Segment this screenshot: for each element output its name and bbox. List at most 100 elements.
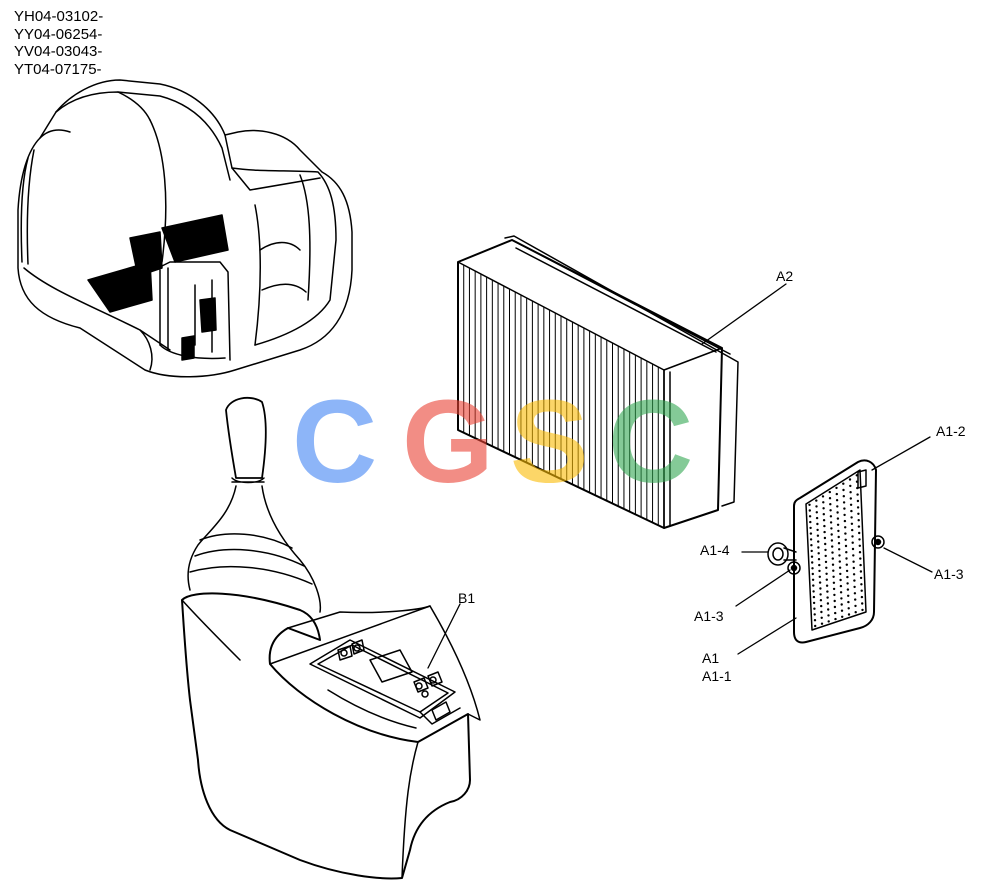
panel-perforation	[832, 575, 835, 578]
panel-perforation	[823, 530, 826, 534]
panel-perforation	[846, 588, 850, 591]
panel-perforation	[849, 491, 852, 494]
panel-perforation	[842, 501, 846, 504]
panel-perforation	[817, 552, 820, 555]
panel-perforation	[831, 563, 835, 566]
panel-perforation	[843, 519, 847, 523]
air-filter-a2	[457, 235, 739, 529]
panel-perforation	[813, 619, 817, 622]
panel-perforation	[831, 551, 834, 554]
panel-perforation	[819, 593, 822, 596]
panel-perforation	[843, 507, 846, 510]
panel-perforation	[822, 501, 825, 504]
control-lever-console	[181, 396, 481, 880]
panel-perforation	[827, 614, 830, 617]
panel-perforation	[817, 540, 820, 543]
panel-perforation	[856, 486, 859, 490]
panel-perforation	[810, 549, 813, 553]
panel-perforation	[860, 583, 863, 586]
panel-perforation	[844, 526, 847, 529]
panel-perforation	[838, 560, 841, 563]
panel-perforation	[857, 512, 860, 515]
panel-perforation	[818, 563, 821, 567]
panel-perforation	[819, 599, 823, 602]
panel-perforation	[841, 615, 844, 618]
panel-perforation	[845, 551, 848, 554]
panel-perforation	[849, 503, 853, 506]
serial-number: YY04-06254-	[14, 25, 103, 43]
panel-perforation	[810, 544, 813, 547]
panel-perforation	[827, 620, 830, 623]
panel-perforation	[837, 542, 841, 545]
panel-perforation	[849, 497, 852, 500]
panel-perforation	[809, 520, 812, 524]
panel-perforation	[818, 575, 821, 578]
panel-perforation	[816, 534, 820, 537]
panel-perforation	[825, 578, 828, 581]
panel-perforation	[860, 589, 863, 592]
panel-perforation	[812, 595, 816, 599]
panel-perforation	[820, 604, 823, 608]
panel-perforation	[855, 480, 859, 483]
panel-perforation	[842, 495, 845, 498]
panel-perforation	[822, 507, 825, 510]
panel-perforation	[853, 579, 856, 582]
panel-perforation	[812, 590, 815, 593]
panel-perforation	[815, 516, 819, 520]
panel-perforation	[826, 596, 829, 599]
panel-perforation	[845, 563, 848, 566]
callout-a1-1: A1-1	[702, 668, 732, 684]
panel-perforation	[838, 554, 841, 557]
panel-perforation	[819, 587, 822, 590]
panel-perforation	[820, 622, 824, 625]
panel-perforation	[852, 573, 856, 576]
panel-perforation	[811, 561, 814, 564]
panel-perforation	[833, 593, 836, 597]
panel-perforation	[839, 578, 842, 582]
panel-perforation	[812, 601, 816, 605]
panel-perforation	[839, 591, 843, 594]
panel-perforation	[835, 486, 838, 490]
panel-perforation	[815, 511, 818, 514]
panel-perforation	[854, 604, 857, 608]
panel-perforation	[861, 602, 864, 605]
panel-perforation	[861, 608, 864, 612]
panel-perforation	[820, 616, 823, 619]
panel-perforation	[829, 509, 832, 512]
panel-perforation	[813, 613, 816, 616]
panel-perforation	[828, 490, 831, 494]
panel-perforation	[856, 493, 859, 496]
panel-perforation	[825, 566, 828, 569]
panel-perforation	[832, 587, 836, 591]
panel-perforation	[855, 474, 858, 477]
panel-perforation	[811, 567, 814, 570]
panel-perforation	[829, 503, 832, 506]
cab-illustration	[17, 79, 353, 378]
panel-perforation	[817, 558, 821, 561]
panel-perforation	[808, 503, 811, 506]
panel-perforation	[860, 595, 864, 599]
panel-perforation	[818, 569, 821, 573]
panel-perforation	[847, 607, 850, 610]
panel-perforation	[815, 505, 818, 508]
panel-perforation	[858, 531, 861, 535]
panel-perforation	[859, 557, 862, 560]
panel-perforation	[830, 527, 833, 530]
panel-perforation	[809, 526, 812, 530]
panel-perforation	[816, 522, 819, 526]
panel-perforation	[818, 581, 822, 584]
callout-a1-3-left: A1-3	[694, 608, 724, 624]
panel-perforation	[813, 607, 816, 610]
callout-b1: B1	[458, 590, 476, 606]
panel-perforation	[830, 539, 834, 542]
panel-perforation	[835, 499, 839, 502]
panel-perforation	[850, 522, 854, 525]
serial-number-list: YH04-03102- YY04-06254- YV04-03043- YT04…	[14, 8, 103, 78]
panel-perforation	[835, 492, 838, 496]
panel-perforation	[824, 548, 827, 552]
panel-perforation	[845, 557, 848, 560]
callout-a1: A1	[702, 650, 720, 666]
panel-perforation	[836, 523, 840, 526]
